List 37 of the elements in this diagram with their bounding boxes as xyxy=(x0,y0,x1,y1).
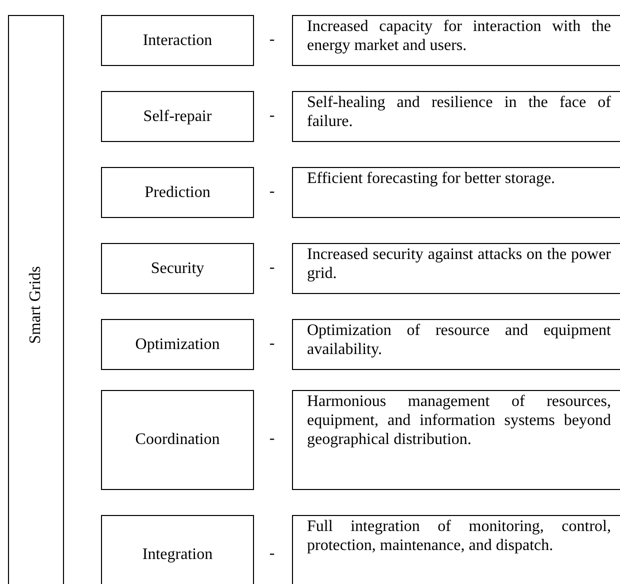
feature-label: Self-repair xyxy=(143,108,212,126)
category-label: Smart Grids xyxy=(27,266,45,344)
description-text: Efficient forecasting for better storage. xyxy=(307,170,556,187)
description-box xyxy=(292,15,620,66)
description-box xyxy=(292,167,620,218)
feature-label: Coordination xyxy=(135,431,220,449)
feature-label: Integration xyxy=(142,546,213,564)
description-text: Full integration of monitoring, control, protection, maintenance, and dispatch. xyxy=(307,518,611,554)
feature-label: Prediction xyxy=(144,184,210,202)
description-box xyxy=(292,91,620,142)
dash-separator: - xyxy=(268,258,276,276)
description-text: Optimization of resource and equipment availability. xyxy=(307,322,611,358)
dash-separator: - xyxy=(268,106,276,124)
category-box xyxy=(8,15,64,584)
feature-box xyxy=(101,167,254,218)
feature-box xyxy=(101,319,254,370)
feature-box xyxy=(101,515,254,584)
description-text: Self-healing and resilience in the face of failure. xyxy=(307,94,611,130)
feature-box xyxy=(101,243,254,294)
feature-label: Security xyxy=(150,260,204,278)
feature-label: Optimization xyxy=(135,336,220,354)
description-box xyxy=(292,390,620,490)
feature-box xyxy=(101,15,254,66)
dash-separator: - xyxy=(268,334,276,352)
description-text: Harmonious management of resources, equipment, and information systems beyond geographical distribution. xyxy=(307,393,611,448)
description-text: Increased security against attacks on the power grid. xyxy=(307,246,611,282)
feature-box xyxy=(101,390,254,490)
description-box xyxy=(292,243,620,294)
dash-separator: - xyxy=(268,182,276,200)
dash-separator: - xyxy=(268,30,276,48)
description-box xyxy=(292,515,620,584)
dash-separator: - xyxy=(268,545,276,563)
description-text: Increased capacity for interaction with the energy market and users. xyxy=(307,18,611,54)
feature-label: Interaction xyxy=(142,32,212,50)
feature-box xyxy=(101,91,254,142)
description-box xyxy=(292,319,620,370)
dash-separator: - xyxy=(268,430,276,448)
